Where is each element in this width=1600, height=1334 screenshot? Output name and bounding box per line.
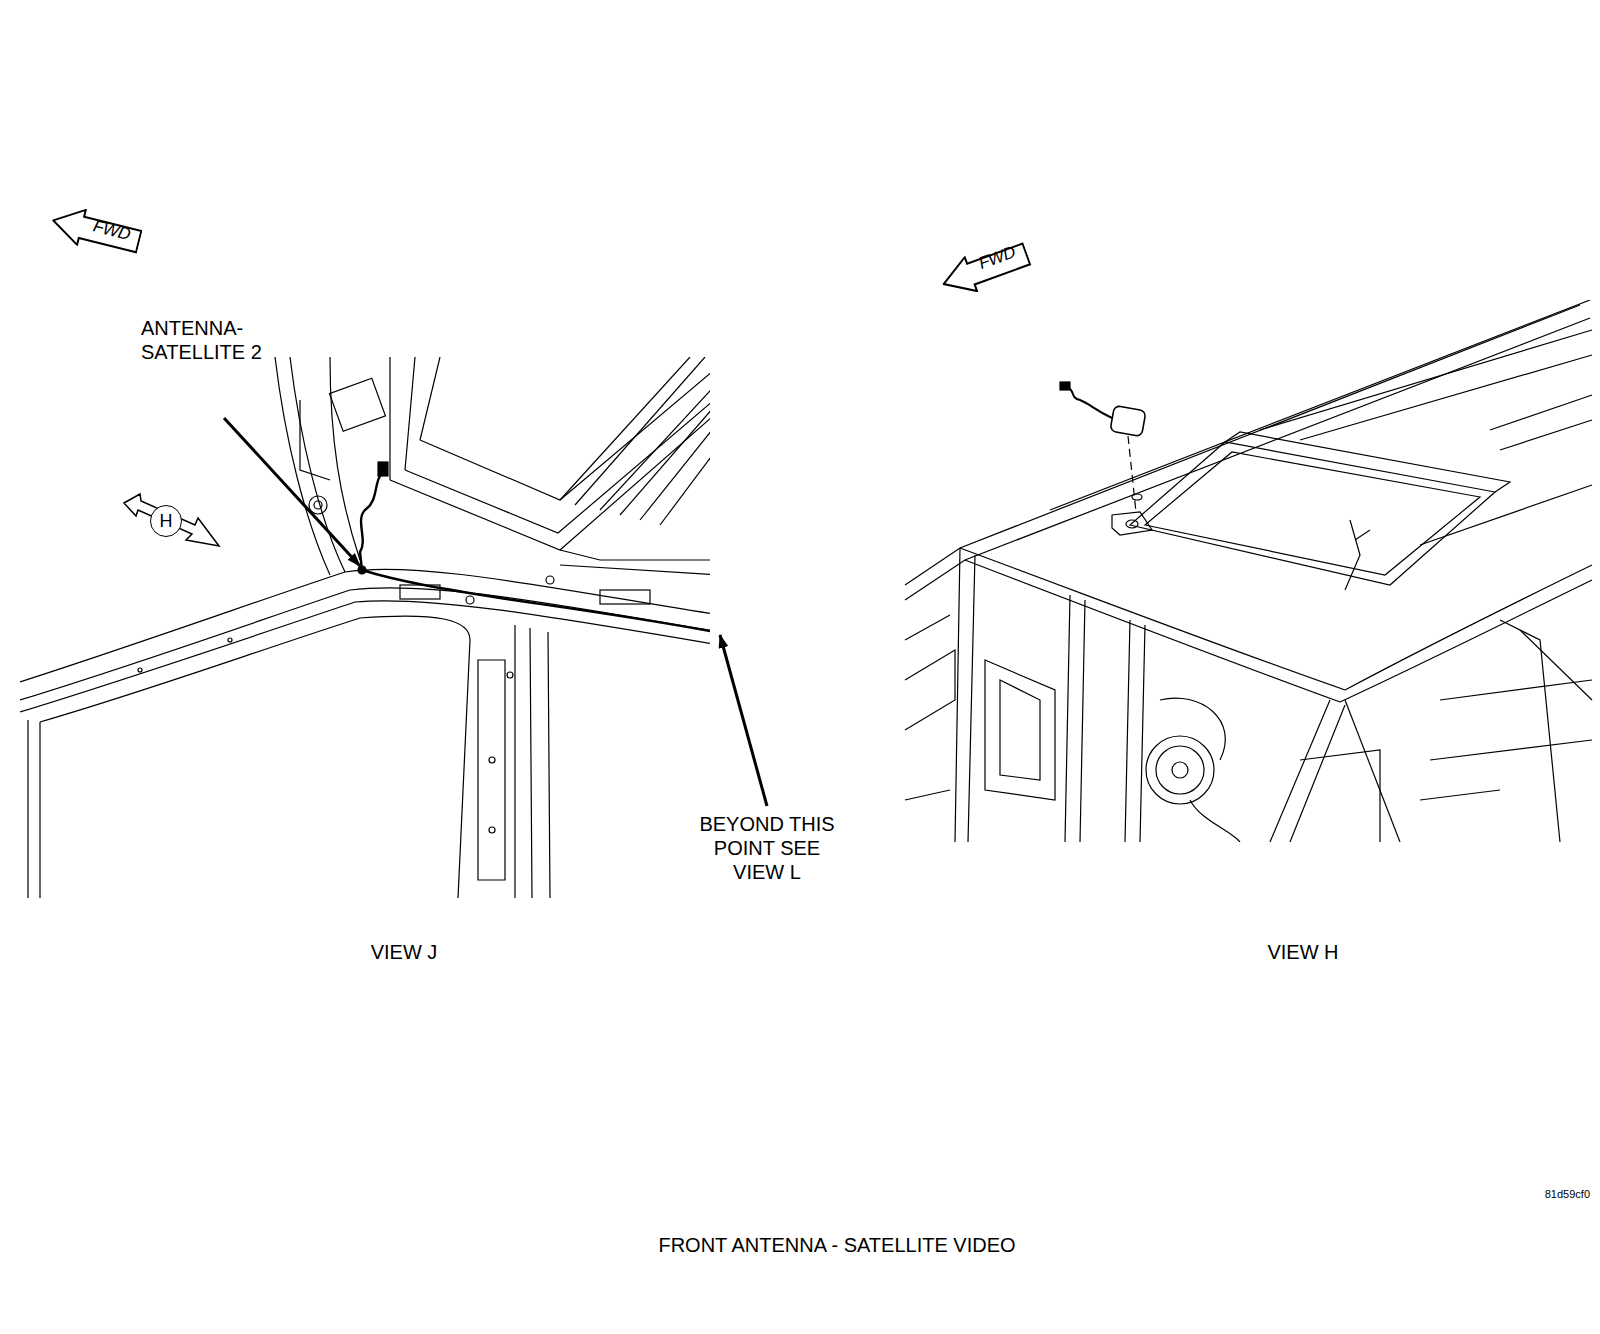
- part-name: ANTENNA- SATELLITE 2: [141, 316, 311, 364]
- leader-line: [720, 635, 767, 806]
- note-text: BEYOND THIS POINT SEE VIEW L: [697, 812, 837, 884]
- forward-arrow: FWD: [48, 202, 145, 261]
- roof-frame-view-j: [20, 357, 710, 898]
- figure-caption: FRONT ANTENNA - SATELLITE VIDEO: [658, 1233, 1015, 1258]
- view-direction-arrow: [124, 494, 219, 546]
- view-title: VIEW H: [1267, 940, 1338, 964]
- figure-code: 81d59cf0: [1545, 1188, 1590, 1201]
- roof-view-h: [905, 300, 1592, 842]
- forward-arrow: FWD: [936, 236, 1034, 302]
- view-title: VIEW J: [371, 940, 438, 964]
- leader-line: [224, 418, 360, 566]
- node-text: H: [160, 511, 173, 532]
- view-callout-circle: H: [150, 505, 182, 537]
